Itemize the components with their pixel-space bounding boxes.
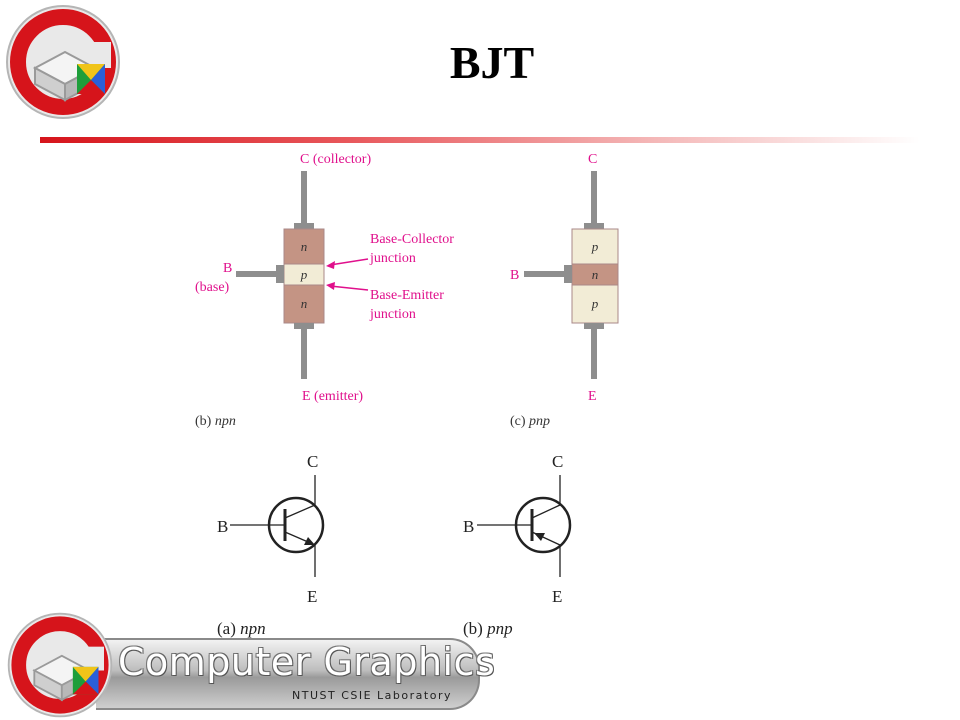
pnp-symbol-c-label: C	[552, 452, 563, 471]
npn-region-1: n	[301, 239, 308, 254]
npn-base-lead	[236, 271, 276, 277]
be-junction-arrowhead	[326, 282, 335, 290]
npn-symbol-b-label: B	[217, 517, 228, 536]
be-junction-label-2: junction	[369, 307, 416, 322]
npn-base-sub-label: (base)	[195, 280, 230, 295]
npn-symbol-arrow-icon	[304, 537, 315, 545]
pnp-symbol-e-label: E	[552, 587, 562, 606]
slide-title: BJT	[449, 37, 535, 88]
npn-base-label: B	[223, 261, 232, 276]
footer-logo-icon	[7, 612, 113, 718]
bjt-symbol-diagram: C B E (a) npn C B E (b) pnp	[217, 452, 572, 638]
pnp-collector-cap	[584, 223, 604, 229]
pnp-symbol-arrow-icon	[534, 533, 545, 541]
pnp-region-1: p	[591, 239, 599, 254]
pnp-emitter-lead	[591, 329, 597, 379]
pnp-emitter-label: E	[588, 389, 597, 404]
npn-region-3: n	[301, 296, 308, 311]
footer-subtitle: NTUST CSIE Laboratory	[292, 689, 452, 702]
pnp-region-2: n	[592, 267, 599, 282]
npn-symbol-collector-leg	[284, 504, 316, 519]
pnp-symbol-b-label: B	[463, 517, 474, 536]
pnp-collector-region	[571, 228, 619, 265]
npn-region-2: p	[300, 267, 308, 282]
title-divider	[40, 137, 920, 143]
footer-brand: Computer Graphics	[118, 640, 496, 684]
be-junction-label-1: Base-Emitter	[370, 288, 444, 303]
bc-junction-pointer	[329, 258, 369, 266]
npn-collector-cap	[294, 223, 314, 229]
pnp-structure-caption: (c) pnp	[510, 414, 550, 429]
bjt-structure-diagram: C (collector) n p n B (base) Base-Collec…	[195, 152, 619, 429]
bc-junction-arrowhead	[326, 261, 335, 269]
npn-symbol-e-label: E	[307, 587, 317, 606]
pnp-symbol-caption: (b) pnp	[463, 619, 513, 638]
pnp-base-lead	[524, 271, 564, 277]
footer-banner	[96, 638, 480, 710]
npn-emitter-lead	[301, 329, 307, 379]
pnp-base-label: B	[510, 268, 519, 283]
bc-junction-label-2: junction	[369, 251, 416, 266]
npn-structure-caption: (b) npn	[195, 414, 236, 429]
lab-logo-icon	[6, 5, 120, 119]
npn-symbol-c-label: C	[307, 452, 318, 471]
pnp-emitter-cap	[584, 323, 604, 329]
pnp-collector-lead	[591, 171, 597, 223]
npn-structure: C (collector) n p n B (base) Base-Collec…	[195, 152, 454, 429]
pnp-symbol-collector-leg	[531, 504, 561, 519]
pnp-structure: C p n p B E (c) pnp	[510, 152, 619, 429]
pnp-emitter-region	[571, 284, 619, 324]
pnp-collector-label: C	[588, 152, 597, 167]
be-junction-pointer	[329, 285, 369, 291]
npn-base-cap	[276, 265, 284, 283]
npn-symbol-caption: (a) npn	[217, 619, 266, 638]
bc-junction-label-1: Base-Collector	[370, 232, 454, 247]
npn-collector-label: C (collector)	[300, 152, 371, 167]
npn-symbol: C B E (a) npn	[217, 452, 325, 638]
npn-collector-lead	[301, 171, 307, 223]
pnp-region-3: p	[591, 296, 599, 311]
npn-emitter-label: E (emitter)	[302, 389, 363, 404]
npn-emitter-cap	[294, 323, 314, 329]
pnp-symbol: C B E (b) pnp	[463, 452, 572, 638]
pnp-base-cap	[564, 265, 572, 283]
